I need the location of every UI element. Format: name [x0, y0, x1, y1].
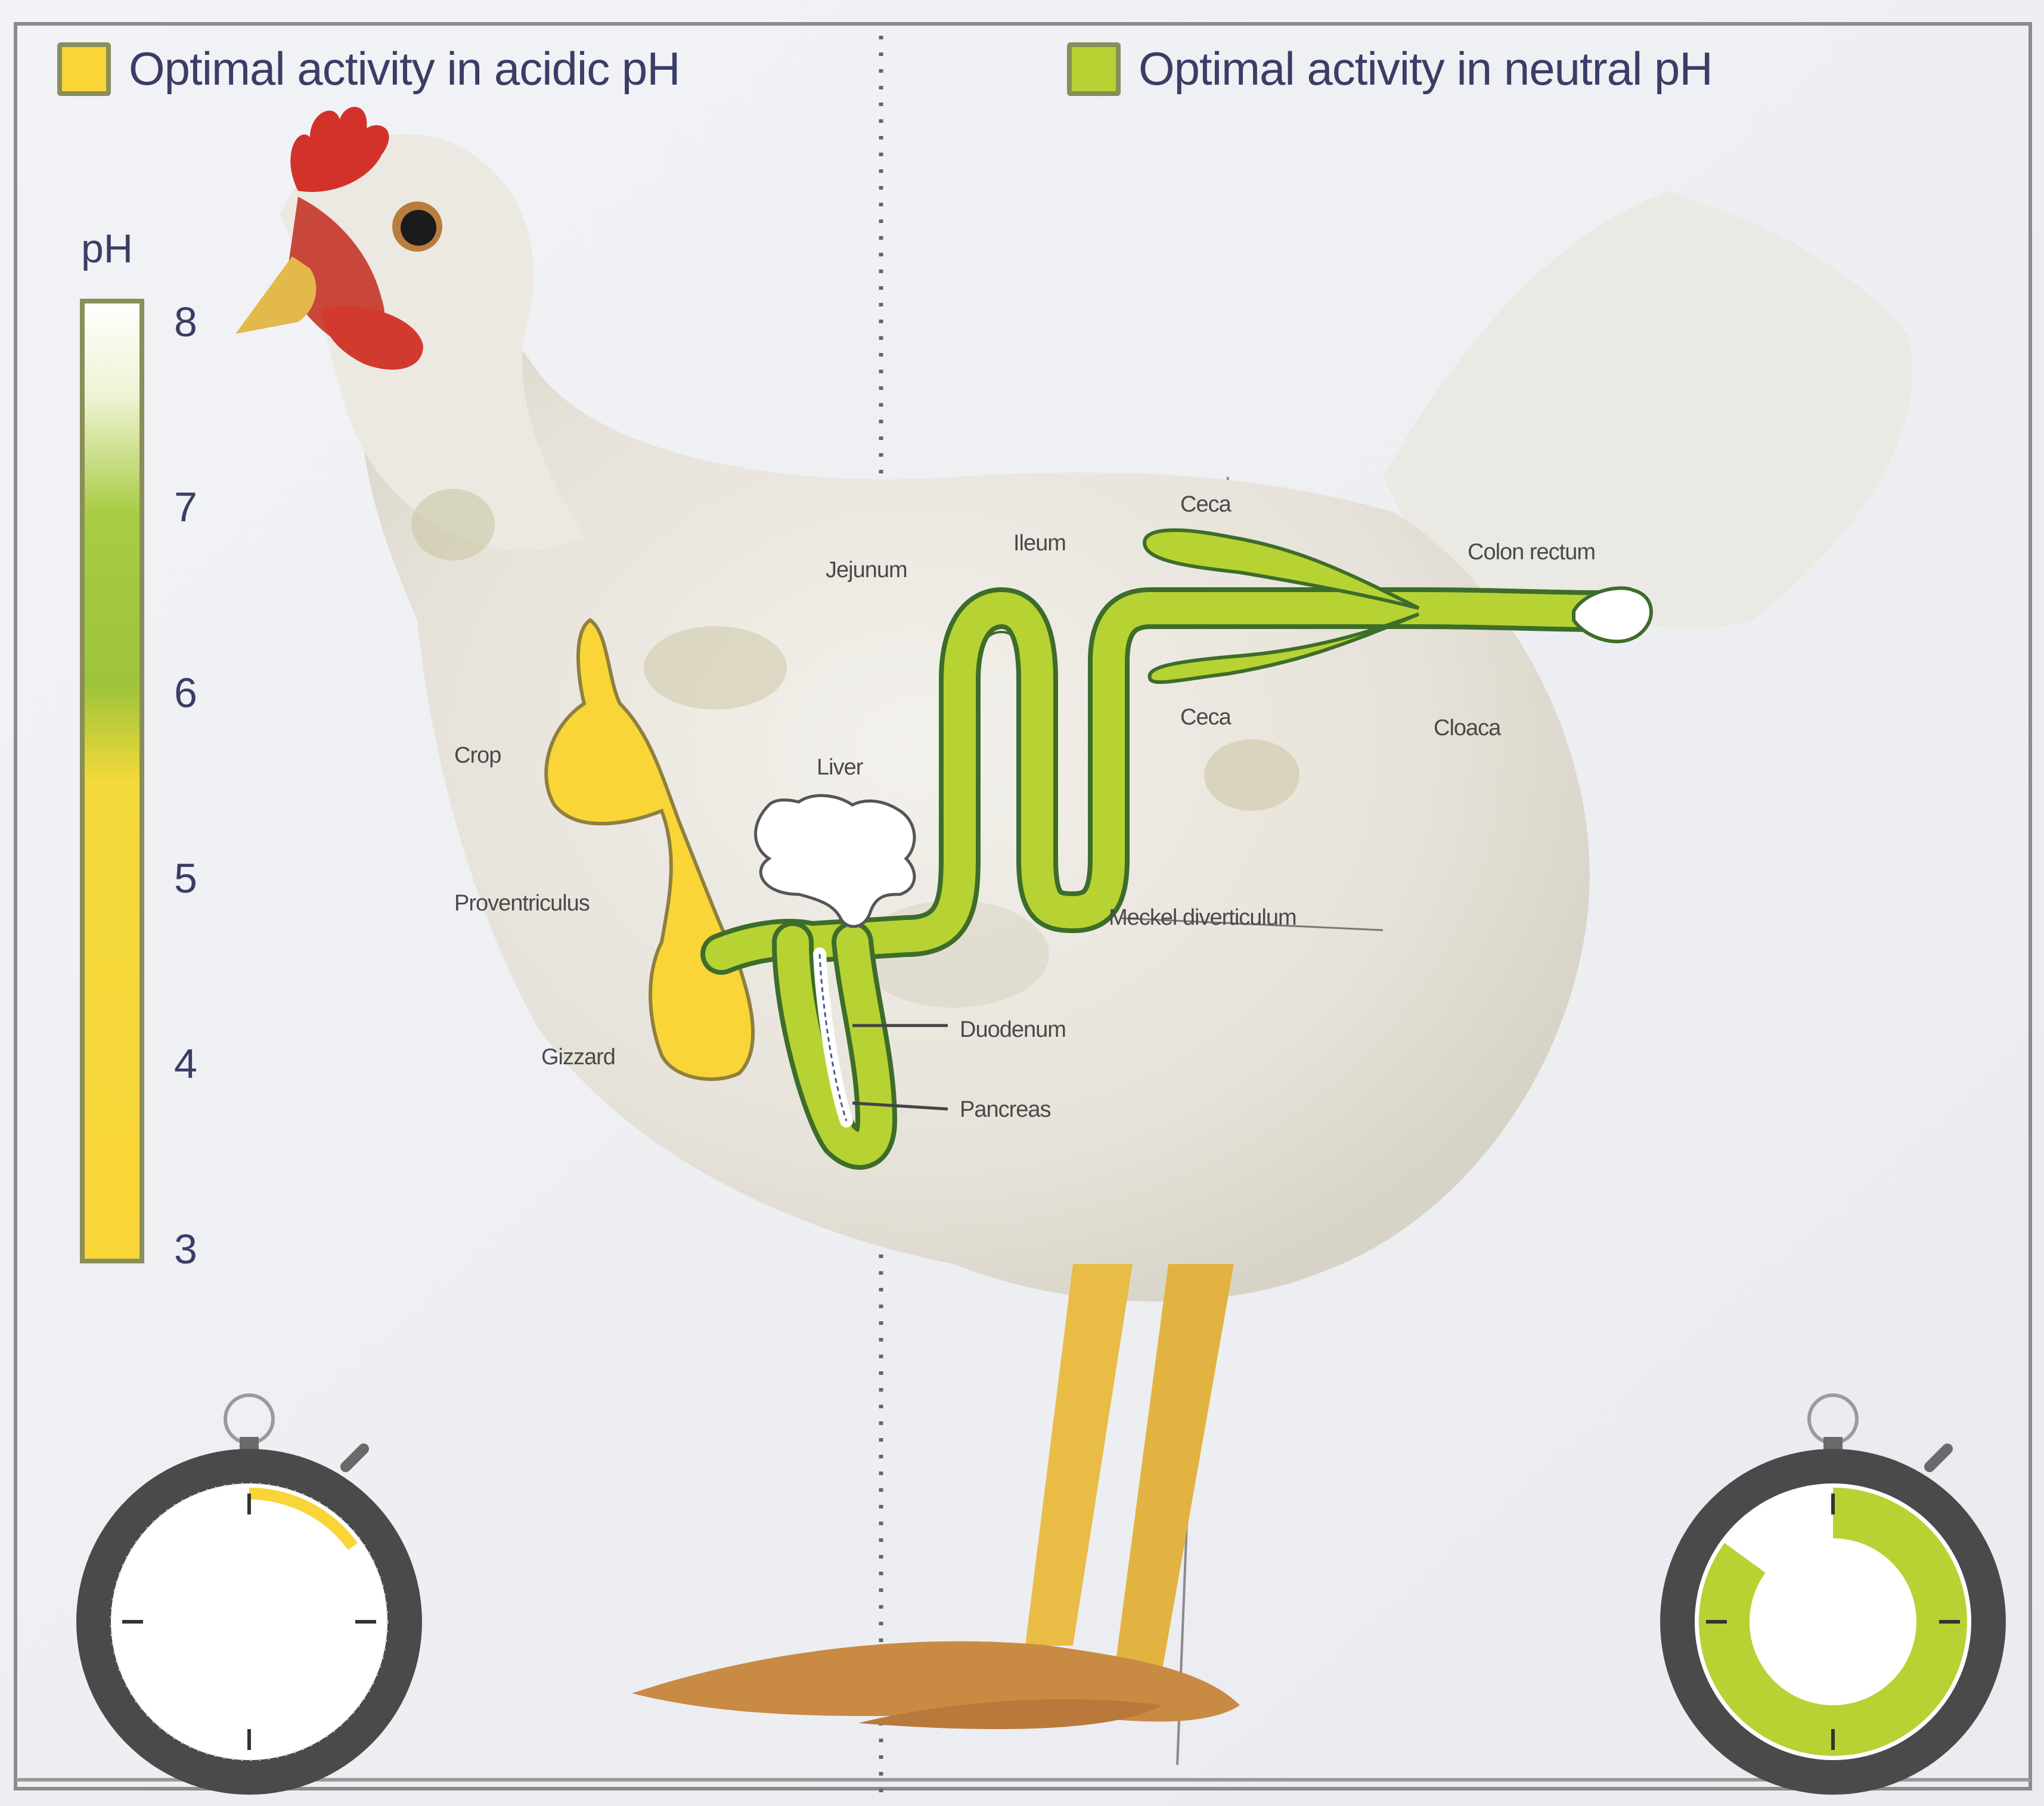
legend-acidic: Optimal activity in acidic pH: [57, 42, 680, 96]
label-meckel-diverticulum: Meckel diverticulum: [1109, 905, 1297, 931]
label-pancreas: Pancreas: [960, 1097, 1051, 1123]
ph-scale-title: pH: [81, 225, 133, 272]
ph-tick-4: 4: [174, 1040, 197, 1088]
label-ileum: Ileum: [1013, 531, 1066, 556]
legend-neutral-label: Optimal activity in neutral pH: [1139, 42, 1713, 96]
label-ceca-top: Ceca: [1180, 492, 1231, 518]
legend-neutral: Optimal activity in neutral pH: [1067, 42, 1713, 96]
label-crop: Crop: [454, 743, 501, 769]
label-jejunum: Jejunum: [826, 557, 907, 583]
legend-acidic-label: Optimal activity in acidic pH: [129, 42, 680, 96]
label-ceca-bottom: Ceca: [1180, 705, 1231, 730]
ph-tick-7: 7: [174, 483, 197, 531]
label-cloaca: Cloaca: [1434, 715, 1500, 741]
label-proventriculus: Proventriculus: [454, 891, 590, 916]
label-duodenum: Duodenum: [960, 1017, 1066, 1043]
label-liver: Liver: [817, 755, 863, 780]
ph-tick-8: 8: [174, 298, 197, 346]
ph-scale-bar: [82, 301, 142, 1261]
label-gizzard: Gizzard: [541, 1045, 615, 1070]
neutral-swatch: [1067, 42, 1121, 96]
ph-tick-6: 6: [174, 669, 197, 717]
label-colon-rectum: Colon rectum: [1468, 540, 1595, 565]
acidic-swatch: [57, 42, 111, 96]
ph-tick-3: 3: [174, 1225, 197, 1273]
ph-tick-5: 5: [174, 854, 197, 902]
